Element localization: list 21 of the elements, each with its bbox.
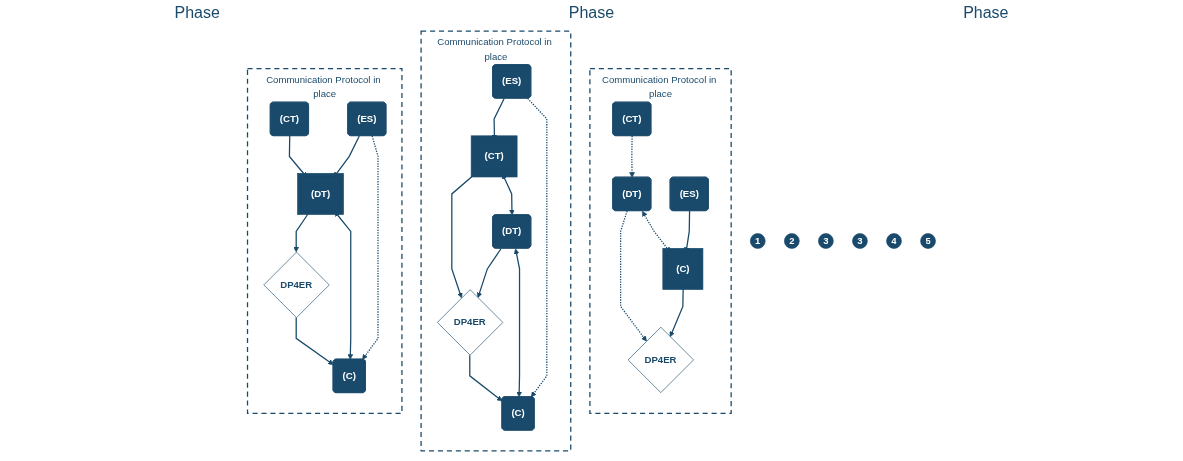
arrow	[476, 247, 502, 298]
node-circle: 2	[784, 233, 800, 249]
arrow	[513, 248, 522, 398]
phase-label: Phase	[174, 4, 220, 22]
arrow	[629, 135, 635, 178]
node-diamond: DP4ER	[437, 289, 504, 356]
arrow	[469, 354, 503, 402]
node-circle: 3	[852, 233, 868, 249]
node-circle: 5	[920, 233, 936, 249]
arrow	[527, 97, 548, 398]
node-box: (CT)	[470, 135, 518, 178]
arrow	[295, 317, 334, 365]
arrow	[620, 210, 647, 342]
node-circle: 3	[818, 233, 834, 249]
node-diamond: DP4ER	[263, 251, 330, 318]
node-circle: 4	[886, 233, 902, 249]
arrow	[362, 135, 379, 360]
node-diamond: DP4ER	[627, 326, 694, 393]
node-circle: 1	[750, 233, 766, 249]
phase-label: Phase	[568, 4, 615, 22]
phase-label: Phase	[963, 4, 1009, 22]
